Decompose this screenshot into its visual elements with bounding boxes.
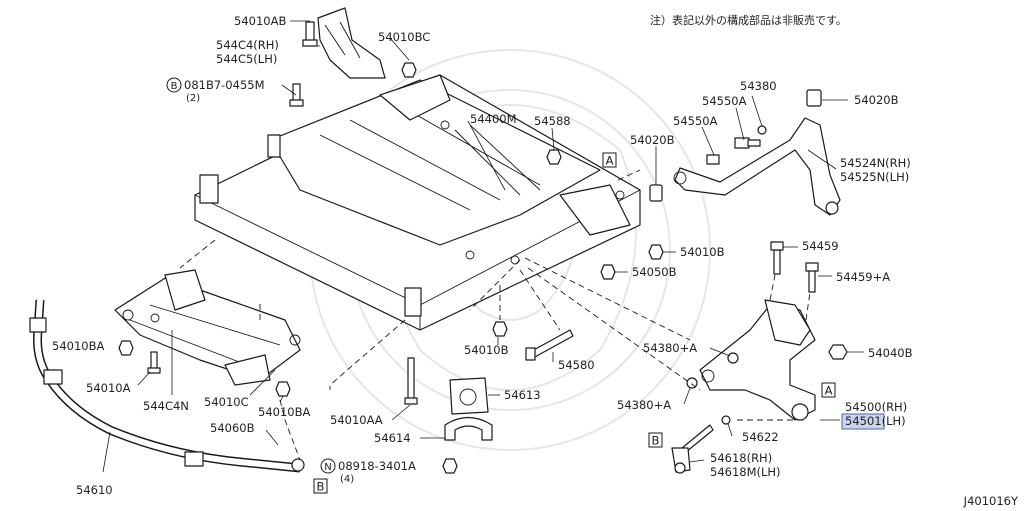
washer-54622[interactable] [721,415,731,425]
nut-54010BA-bottom[interactable] [275,381,291,397]
bolt-081B7-0455M[interactable] [289,83,304,107]
nut-54010B-right[interactable] [648,244,664,260]
svg-text:A: A [606,154,614,168]
crossmember-54400M[interactable] [194,74,641,331]
label-54501-LH[interactable]: 54501(LH) [845,414,906,428]
label-54010AA[interactable]: 54010AA [330,413,383,427]
label-08918-qty: (4) [340,474,354,485]
label-54614[interactable]: 54614 [374,431,411,445]
nut-54010BA-left[interactable] [118,340,134,356]
label-54010BC[interactable]: 54010BC [378,30,430,44]
circle-marker-B: B [166,77,182,93]
label-54010B-right[interactable]: 54010B [680,245,725,259]
washer-54380A-2[interactable] [686,377,698,389]
bolt-54010A[interactable] [147,351,161,374]
clamp-54614[interactable] [442,416,493,474]
nut-54588[interactable] [546,149,562,165]
label-54010AB[interactable]: 54010AB [234,14,286,28]
stabilizer-bar-54610[interactable] [29,299,305,473]
lower-brace-544C4N[interactable] [114,269,301,386]
ref-marker-B-left: B [313,478,328,494]
leader-lines [102,20,864,473]
label-54550A-1[interactable]: 54550A [702,94,747,108]
note-text: 注）表記以外の構成部品は非販売です。 [650,13,847,27]
label-54380A-2[interactable]: 54380+A [617,398,671,412]
ref-marker-A-right: A [821,382,836,398]
bushing-54613[interactable] [449,377,489,415]
nut-54010BC[interactable] [401,62,417,78]
label-54010C[interactable]: 54010C [204,395,249,409]
bolt-54580[interactable] [525,329,574,361]
label-08918-3401A[interactable]: 08918-3401A [338,459,416,473]
label-54380[interactable]: 54380 [740,79,777,93]
label-54040B[interactable]: 54040B [868,346,913,360]
svg-text:N: N [324,462,331,473]
label-54459[interactable]: 54459 [802,239,839,253]
label-54550A-2[interactable]: 54550A [673,114,718,128]
dashed-guides [179,169,811,461]
nut-54050B[interactable] [600,264,616,280]
bolt-54550A-1[interactable] [734,137,761,149]
washer-54380[interactable] [757,125,767,135]
bolt-54550A-2[interactable] [706,154,720,165]
label-54010BA-bottom[interactable]: 54010BA [258,405,310,419]
label-54500-RH[interactable]: 54500(RH) [845,400,907,414]
label-54010B-centre[interactable]: 54010B [464,343,509,357]
label-54613[interactable]: 54613 [504,388,541,402]
label-081B7-0455M[interactable]: 081B7-0455M [184,78,265,92]
bolt-54010AA[interactable] [404,357,418,405]
label-54400M[interactable]: 54400M [470,112,517,126]
nut-54040B[interactable] [828,344,848,360]
stabilizer-link-54618[interactable] [671,424,714,474]
label-54525N-LH[interactable]: 54525N(LH) [840,170,909,184]
lower-arm-54500[interactable] [699,299,816,421]
svg-text:B: B [317,480,325,494]
label-54622[interactable]: 54622 [742,430,779,444]
label-54010BA-left[interactable]: 54010BA [52,339,104,353]
ref-marker-A-top: A [602,152,617,168]
ref-marker-B-right: B [648,432,663,448]
label-54380A-1[interactable]: 54380+A [643,341,697,355]
washer-54380A-1[interactable] [727,352,739,364]
label-54020B-mid[interactable]: 54020B [630,133,675,147]
label-54050B[interactable]: 54050B [632,265,677,279]
label-54588[interactable]: 54588 [534,114,571,128]
label-54020B-top[interactable]: 54020B [854,93,899,107]
svg-text:B: B [171,81,178,92]
bushing-54020B-mid[interactable] [649,184,663,202]
highlight-54501 [841,413,885,430]
label-544C5-LH[interactable]: 544C5(LH) [216,52,277,66]
svg-text:A: A [825,384,833,398]
label-54610[interactable]: 54610 [76,483,113,497]
label-54010A[interactable]: 54010A [86,381,131,395]
circle-marker-N: N [320,458,336,474]
label-54618M-LH[interactable]: 54618M(LH) [710,465,781,479]
bracket-544C4-544C5[interactable] [302,7,386,79]
bolt-54459[interactable] [770,241,784,275]
label-54524N-RH[interactable]: 54524N(RH) [840,156,911,170]
label-544C4-RH[interactable]: 544C4(RH) [216,38,279,52]
svg-text:B: B [652,434,660,448]
bushing-54020B-top[interactable] [806,89,822,107]
label-54618-RH[interactable]: 54618(RH) [710,451,772,465]
upper-arm-54524N[interactable] [673,117,841,216]
label-54580[interactable]: 54580 [558,358,595,372]
label-54459A[interactable]: 54459+A [836,270,890,284]
bolt-54459A[interactable] [805,262,819,293]
label-081B7-qty: (2) [186,93,200,104]
label-54060B[interactable]: 54060B [210,421,255,435]
diagram-code: J401016Y [963,494,1019,508]
label-544C4N[interactable]: 544C4N [143,399,189,413]
nut-54010B-centre[interactable] [492,321,508,337]
